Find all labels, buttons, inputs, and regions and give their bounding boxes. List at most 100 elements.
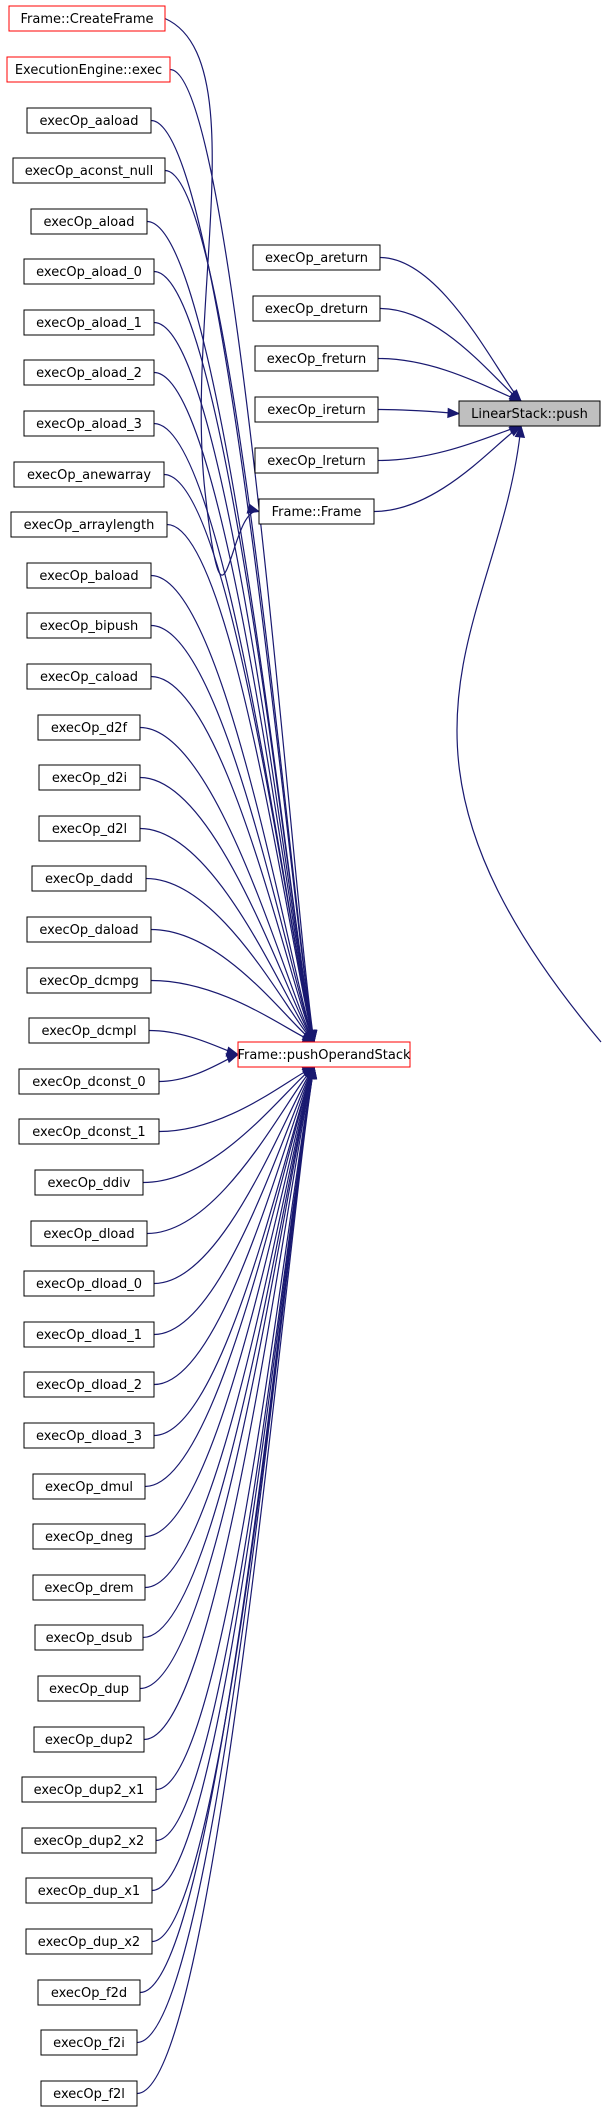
edge-f2l-to-pushoperand	[136, 1066, 315, 2095]
node-aconst-null[interactable]: execOp_aconst_null	[12, 157, 166, 184]
node-label: execOp_dload_1	[36, 1328, 142, 1343]
node-box	[34, 1169, 144, 1196]
node-lreturn[interactable]: execOp_lreturn	[254, 447, 379, 474]
node-box	[34, 1624, 144, 1651]
node-label: execOp_dconst_0	[32, 1075, 145, 1090]
node-box	[37, 1675, 141, 1702]
node-ddiv[interactable]: execOp_ddiv	[34, 1169, 144, 1196]
node-dneg[interactable]: execOp_dneg	[32, 1523, 146, 1550]
node-bipush[interactable]: execOp_bipush	[26, 612, 152, 639]
node-dload-0[interactable]: execOp_dload_0	[23, 1270, 155, 1297]
edge-d2i-to-pushoperand	[139, 776, 315, 1043]
node-box	[33, 1726, 145, 1753]
node-box	[40, 2029, 138, 2056]
node-dcmpl[interactable]: execOp_dcmpl	[28, 1017, 150, 1044]
node-box	[254, 396, 379, 423]
node-box	[23, 1321, 155, 1348]
edge-dsub-to-pushoperand	[142, 1066, 315, 1639]
node-box	[458, 400, 601, 427]
node-dconst-0[interactable]: execOp_dconst_0	[18, 1068, 160, 1095]
node-aload-0[interactable]: execOp_aload_0	[23, 258, 155, 285]
node-exec[interactable]: ExecutionEngine::exec	[6, 56, 171, 83]
node-box	[31, 865, 147, 892]
node-label: Frame::pushOperandStack	[237, 1048, 411, 1063]
node-aload-1[interactable]: execOp_aload_1	[23, 309, 155, 336]
node-box	[252, 295, 381, 322]
node-dload-3[interactable]: execOp_dload_3	[23, 1422, 155, 1449]
node-box	[26, 107, 152, 134]
node-dup2-x2[interactable]: execOp_dup2_x2	[21, 1827, 157, 1854]
node-box	[38, 815, 141, 842]
node-dreturn[interactable]: execOp_dreturn	[252, 295, 381, 322]
node-createframe[interactable]: Frame::CreateFrame	[8, 5, 166, 32]
node-label: ExecutionEngine::exec	[15, 63, 162, 78]
node-baload[interactable]: execOp_baload	[26, 562, 152, 589]
edge-dconst-0-to-pushoperand	[158, 1053, 239, 1083]
node-dload-2[interactable]: execOp_dload_2	[23, 1371, 155, 1398]
edge-anewarray-to-pushoperand	[163, 473, 315, 1043]
node-label: Frame::CreateFrame	[21, 12, 154, 27]
node-label: execOp_dup2_x2	[34, 1834, 145, 1849]
node-box	[26, 916, 152, 943]
node-d2f[interactable]: execOp_d2f	[37, 714, 141, 741]
node-f2i[interactable]: execOp_f2i	[40, 2029, 138, 2056]
node-ireturn[interactable]: execOp_ireturn	[254, 396, 379, 423]
node-dup2-x1[interactable]: execOp_dup2_x1	[21, 1776, 157, 1803]
edge-bipush-to-pushoperand	[150, 624, 315, 1043]
node-dup2[interactable]: execOp_dup2	[33, 1726, 145, 1753]
node-label: execOp_baload	[39, 569, 138, 584]
edge-d2f-to-pushoperand	[139, 726, 315, 1043]
edge-aaload-to-pushoperand	[150, 119, 315, 1043]
edge-freturn-to-push	[377, 357, 522, 402]
node-dsub[interactable]: execOp_dsub	[34, 1624, 144, 1651]
node-box	[254, 447, 379, 474]
node-aload-3[interactable]: execOp_aload_3	[23, 410, 155, 437]
node-f2l[interactable]: execOp_f2l	[40, 2080, 138, 2107]
node-aaload[interactable]: execOp_aaload	[26, 107, 152, 134]
node-label: execOp_dcmpg	[39, 974, 139, 989]
node-label: execOp_aconst_null	[25, 164, 154, 179]
node-caload[interactable]: execOp_caload	[26, 663, 152, 690]
node-label: execOp_dup2	[45, 1733, 133, 1748]
node-daload[interactable]: execOp_daload	[26, 916, 152, 943]
node-dmul[interactable]: execOp_dmul	[32, 1473, 146, 1500]
node-label: execOp_d2l	[52, 822, 127, 837]
edge-dload-to-pushoperand	[146, 1066, 315, 1235]
node-aload-2[interactable]: execOp_aload_2	[23, 359, 155, 386]
node-d2l[interactable]: execOp_d2l	[38, 815, 141, 842]
node-anewarray[interactable]: execOp_anewarray	[13, 461, 165, 488]
node-pushoperand[interactable]: Frame::pushOperandStack	[237, 1041, 411, 1068]
node-box	[32, 1523, 146, 1550]
node-dload-1[interactable]: execOp_dload_1	[23, 1321, 155, 1348]
node-aload[interactable]: execOp_aload	[30, 208, 148, 235]
node-box	[13, 461, 165, 488]
node-label: execOp_f2i	[53, 2036, 125, 2051]
node-label: execOp_dup_x2	[38, 1935, 140, 1950]
node-freturn[interactable]: execOp_freturn	[254, 345, 379, 372]
edge-layer	[136, 17, 602, 2095]
arrowhead	[508, 425, 523, 437]
node-dconst-1[interactable]: execOp_dconst_1	[18, 1118, 160, 1145]
edge-ddiv-to-pushoperand	[142, 1066, 315, 1184]
edge-dcmpl-to-pushoperand	[148, 1029, 239, 1056]
node-dload[interactable]: execOp_dload	[30, 1220, 148, 1247]
node-label: execOp_dload_2	[36, 1378, 142, 1393]
node-frame-ctor[interactable]: Frame::Frame	[258, 498, 375, 525]
node-dup-x1[interactable]: execOp_dup_x1	[25, 1877, 153, 1904]
edge-areturn-to-push	[379, 256, 522, 402]
node-dup[interactable]: execOp_dup	[37, 1675, 141, 1702]
node-dadd[interactable]: execOp_dadd	[31, 865, 147, 892]
node-drem[interactable]: execOp_drem	[32, 1574, 146, 1601]
node-label: execOp_daload	[39, 923, 138, 938]
node-box	[18, 1068, 160, 1095]
edge-caload-to-pushoperand	[150, 675, 315, 1043]
node-box	[32, 1574, 146, 1601]
node-push[interactable]: LinearStack::push	[458, 400, 601, 427]
node-f2d[interactable]: execOp_f2d	[37, 1979, 141, 2006]
node-d2i[interactable]: execOp_d2i	[38, 764, 141, 791]
node-dcmpg[interactable]: execOp_dcmpg	[26, 967, 152, 994]
node-box	[23, 359, 155, 386]
node-areturn[interactable]: execOp_areturn	[252, 244, 381, 271]
node-dup-x2[interactable]: execOp_dup_x2	[25, 1928, 153, 1955]
node-arraylength[interactable]: execOp_arraylength	[10, 511, 168, 538]
